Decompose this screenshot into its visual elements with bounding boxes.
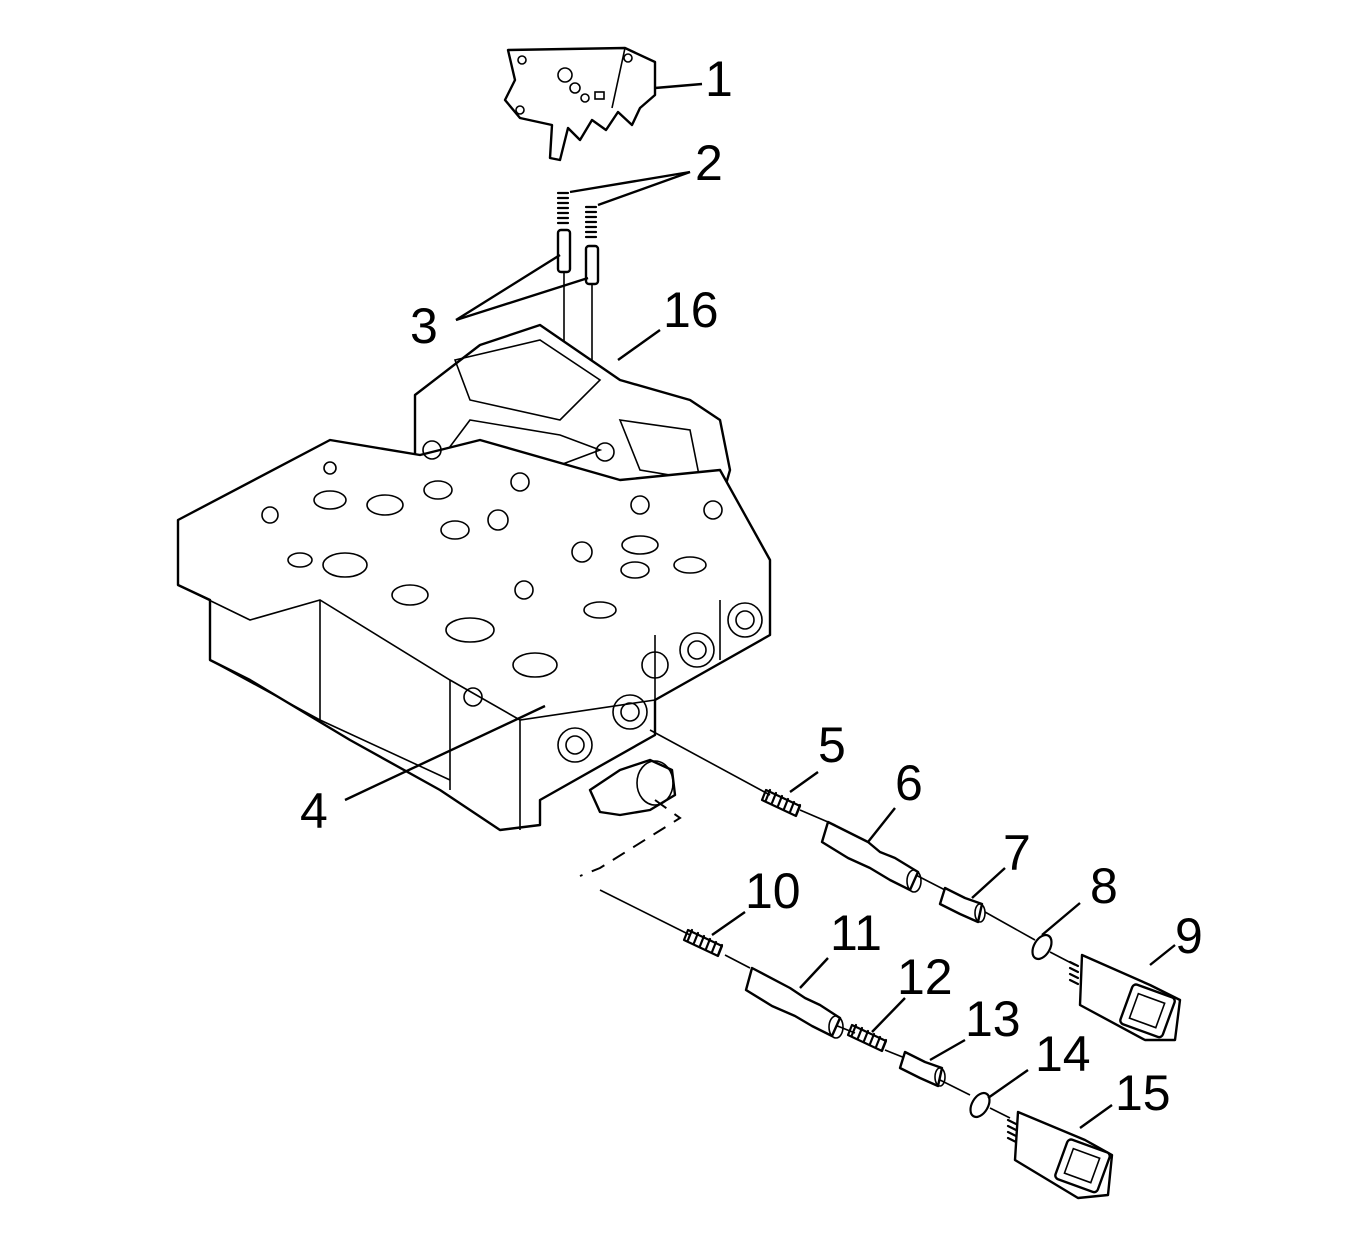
callout-13: 13	[965, 991, 1021, 1047]
callout-9: 9	[1175, 908, 1203, 964]
callout-2: 2	[695, 135, 723, 191]
callout-8: 8	[1090, 858, 1118, 914]
o-ring-part-8	[1031, 933, 1053, 961]
callout-5: 5	[818, 717, 846, 773]
spring-part-10	[682, 928, 724, 958]
callout-10: 10	[745, 863, 801, 919]
bracket-part	[503, 46, 657, 162]
spring-part-12	[846, 1023, 888, 1053]
callout-11: 11	[830, 905, 882, 961]
spring-part-5	[760, 788, 802, 818]
callout-6: 6	[895, 755, 923, 811]
callout-12: 12	[897, 949, 953, 1005]
callout-3: 3	[410, 298, 438, 354]
solenoid-part-9	[1068, 953, 1182, 1042]
spring-part	[556, 191, 598, 239]
leader-lines	[344, 82, 1176, 1129]
valve-body-part	[176, 438, 772, 832]
o-ring-part-14	[969, 1091, 991, 1119]
callout-1: 1	[705, 51, 733, 107]
valve-part-6	[820, 820, 922, 893]
plunger-part-13	[898, 1050, 946, 1088]
callout-16: 16	[663, 282, 719, 338]
callout-7: 7	[1003, 825, 1031, 881]
callout-15: 15	[1115, 1065, 1171, 1121]
callout-14: 14	[1035, 1026, 1091, 1082]
valve-part-11	[744, 966, 844, 1039]
callout-4: 4	[300, 783, 328, 839]
plunger-part-7	[938, 886, 986, 924]
solenoid-part-15	[1006, 1110, 1114, 1200]
callout-labels: 1 2 3 4 5 6 7 8 9 10 11 12 13 14 15 16	[300, 51, 1203, 1121]
